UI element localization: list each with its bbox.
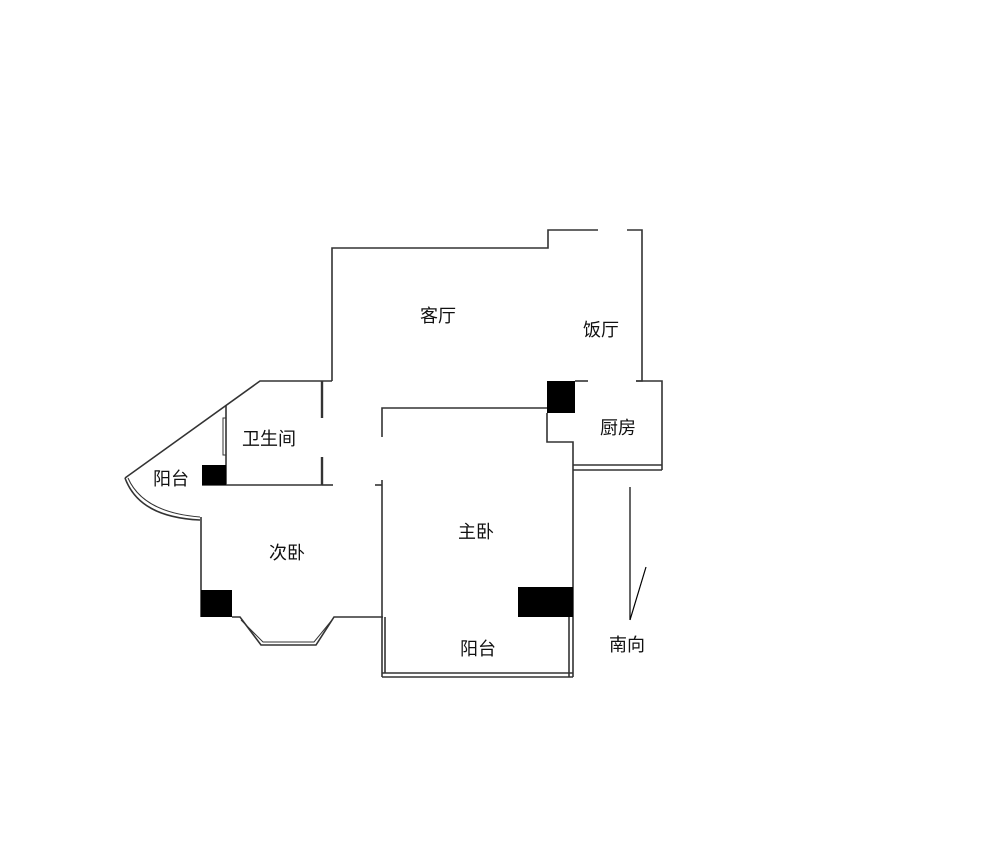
room-label-bathroom: 卫生间 [242,429,296,450]
master-bedroom-wall [381,407,547,437]
living-room-wall [331,229,598,381]
room-label-living-room: 客厅 [420,306,456,327]
curved-balcony-rail [124,477,201,521]
room-label-kitchen: 厨房 [600,418,636,439]
column [201,590,232,617]
bay-window [240,619,333,643]
kitchen-inner-wall [546,413,574,677]
room-label-dining-room: 饭厅 [583,320,619,341]
room-label-master-bedroom: 主卧 [458,522,494,543]
curved-balcony-rail [127,477,201,518]
room-label-west-balcony: 阳台 [153,469,189,490]
bathroom-top-wall [124,380,332,479]
orientation-arrow-head [629,566,647,621]
bay-window [232,616,383,646]
room-label-south-balcony: 阳台 [460,639,496,660]
column [202,465,226,485]
bathroom-window [222,417,227,456]
column [547,381,575,413]
orientation-label: 南向 [609,635,645,656]
kitchen-wall [636,380,663,470]
dining-room-wall [627,229,643,382]
room-label-second-bedroom: 次卧 [269,543,305,564]
column [518,587,573,617]
